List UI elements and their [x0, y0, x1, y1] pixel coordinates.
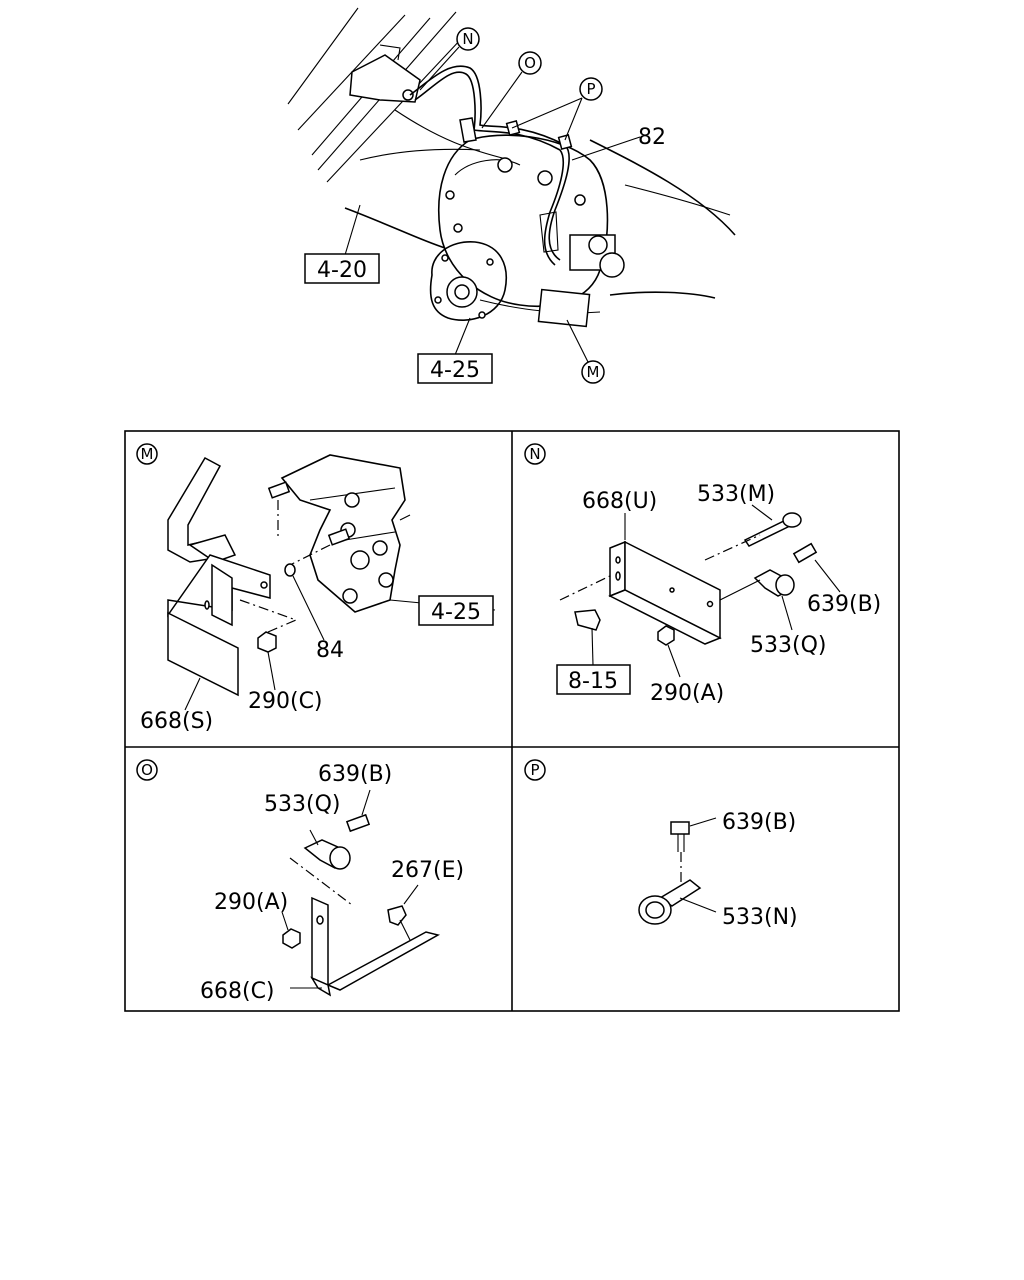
- label-533n: 533(N): [722, 905, 798, 930]
- ref-8-15-text: 8-15: [568, 669, 618, 694]
- ref-8-15-box: 8-15: [556, 664, 631, 695]
- panel-m-letter: M: [141, 445, 154, 463]
- label-639b-p: 639(B): [722, 810, 796, 835]
- ref-4-20-box: 4-20: [304, 253, 380, 284]
- callout-o-letter: O: [524, 54, 536, 72]
- panel-n: N: [524, 443, 881, 706]
- label-267e: 267(E): [391, 858, 464, 883]
- label-290a-n: 290(A): [650, 681, 724, 706]
- panel-p: P 639(B) 533(N): [524, 759, 798, 930]
- callout-n: N: [456, 27, 480, 51]
- nut-290a-n: [657, 625, 681, 678]
- washer-84: [284, 563, 325, 641]
- label-533m: 533(M): [697, 482, 775, 507]
- callout-p: P: [579, 77, 603, 101]
- brake-pipe-82: [409, 65, 591, 328]
- bolt-639b-o: [345, 789, 371, 833]
- bolt-639b-n: [792, 542, 841, 593]
- axle-housing-curves: [344, 109, 736, 314]
- bracket-668c: [310, 896, 441, 997]
- bolt-639b-p: [670, 817, 717, 885]
- callout-m-letter: M: [587, 363, 600, 381]
- clamp-533n: [638, 879, 717, 925]
- leader-668s: [184, 677, 201, 711]
- ref-4-25-box: 4-25: [417, 353, 493, 384]
- panel-n-id: N: [524, 443, 546, 465]
- panel-o-id: O: [136, 759, 158, 781]
- part-82-label: 82: [638, 125, 666, 150]
- callout-n-letter: N: [462, 30, 473, 48]
- panel-m-id: M: [136, 443, 158, 465]
- detail-grid: [124, 430, 900, 1012]
- bolt-267e: [387, 884, 419, 941]
- clip-533m: [743, 504, 802, 547]
- dash-o-1: [289, 857, 353, 906]
- label-533q-o: 533(Q): [264, 792, 340, 817]
- clamp-533q-n: [753, 569, 795, 631]
- companion-flange: [429, 241, 507, 321]
- label-639b-o: 639(B): [318, 762, 392, 787]
- label-290c-m: 290(C): [248, 689, 323, 714]
- label-639b-n: 639(B): [807, 592, 881, 617]
- bracket-n-overview: [349, 44, 421, 103]
- label-668c: 668(C): [200, 979, 275, 1004]
- label-84: 84: [316, 638, 344, 663]
- panel-o-letter: O: [141, 761, 153, 779]
- nut-290a-o: [281, 911, 301, 949]
- panel-n-letter: N: [529, 445, 540, 463]
- bolt-upper-m: [267, 481, 291, 540]
- callout-m: M: [581, 360, 605, 384]
- callout-p-letter: P: [586, 80, 595, 98]
- ref-4-25-text: 4-25: [430, 358, 480, 383]
- ref-4-25-text-m: 4-25: [431, 600, 481, 625]
- bolt-lower-m: [289, 528, 351, 566]
- label-668u: 668(U): [582, 489, 657, 514]
- label-668s: 668(S): [140, 709, 213, 734]
- label-290a-o: 290(A): [214, 890, 288, 915]
- clamp-533q-o: [303, 829, 351, 870]
- bracket-668s: [167, 457, 271, 697]
- bolt-8-15: [559, 574, 613, 666]
- overview-leaders: [344, 46, 641, 363]
- panel-p-letter: P: [530, 761, 539, 779]
- ref-4-20-text: 4-20: [317, 258, 367, 283]
- callout-o: O: [518, 51, 542, 75]
- panel-p-id: P: [524, 759, 546, 781]
- bracket-668u: [608, 540, 722, 645]
- overview-drawing: N O P M 82 4-20 4-25: [287, 7, 736, 384]
- line-n-2: [719, 579, 761, 601]
- nut-290c: [239, 599, 297, 691]
- label-533q-n: 533(Q): [750, 633, 826, 658]
- ref-4-25-box-m: 4-25: [418, 595, 494, 626]
- panel-m: M: [136, 443, 496, 734]
- panel-o: O 639(B: [136, 759, 464, 1004]
